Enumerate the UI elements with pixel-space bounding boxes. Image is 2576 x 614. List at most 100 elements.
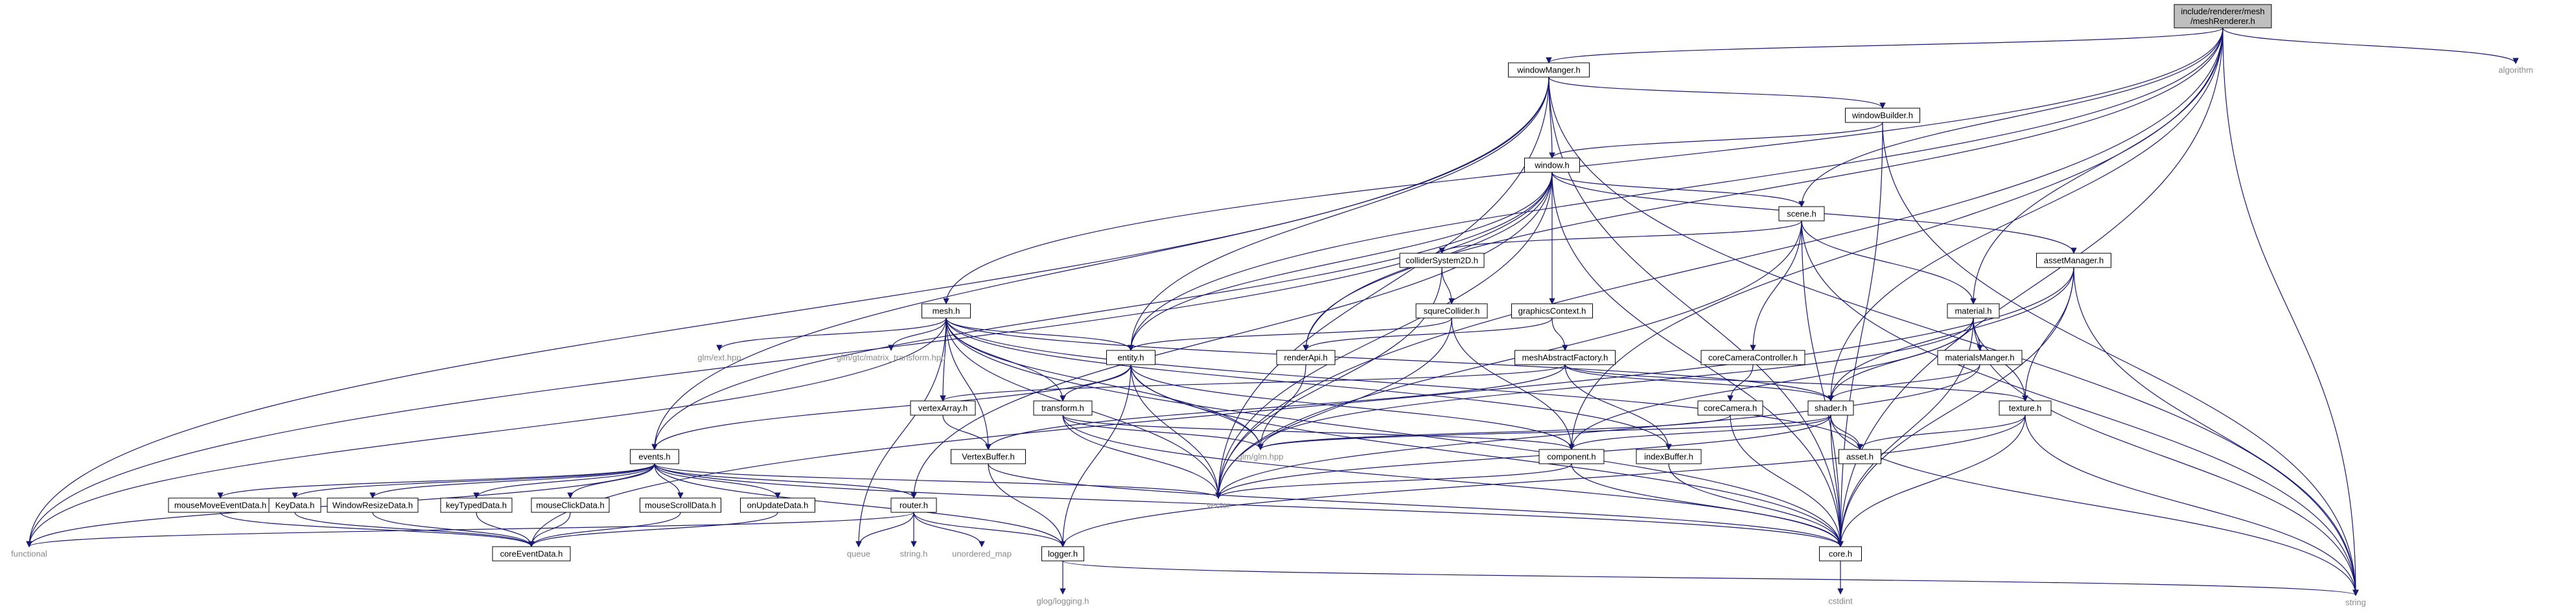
node-label-transform: transform.h <box>1041 404 1084 413</box>
node-mesh-abstract-factory[interactable]: meshAbstractFactory.h <box>1514 350 1616 365</box>
edge-window-to-router <box>911 172 1553 499</box>
edge-window-builder-to-core <box>1837 122 1883 547</box>
node-string: string <box>2345 598 2366 608</box>
nodes-layer: include/renderer/mesh/meshRenderer.halgo… <box>11 4 2533 608</box>
node-core[interactable]: core.h <box>1819 546 1862 562</box>
node-graphics-context[interactable]: graphicsContext.h <box>1511 303 1593 319</box>
node-transform[interactable]: transform.h <box>1033 400 1093 416</box>
node-on-update-data[interactable]: onUpdateData.h <box>740 497 815 513</box>
node-collider-system2-d[interactable]: colliderSystem2D.h <box>1399 253 1485 268</box>
edge-key-typed-data-to-core-event-data <box>476 512 535 547</box>
node-core-event-data[interactable]: coreEventData.h <box>492 546 571 562</box>
node-label-core-camera-controller: coreCameraController.h <box>1708 353 1798 363</box>
node-box-mouse-click-data <box>531 497 610 513</box>
node-stringh: string.h <box>900 549 928 559</box>
node-label-collider-system2-d: colliderSystem2D.h <box>1406 256 1478 266</box>
edge-entity-to-logger <box>1060 364 1131 547</box>
node-asset-manager[interactable]: assetManager.h <box>2036 253 2111 268</box>
edge-scene-to-material <box>1801 220 1977 304</box>
node-label-key-typed-data: keyTypedData.h <box>446 501 507 510</box>
node-texture[interactable]: texture.h <box>1999 400 2052 416</box>
node-shader[interactable]: shader.h <box>1807 400 1854 416</box>
edge-asset-manager-to-core <box>1837 267 2074 547</box>
node-window-manger[interactable]: windowManger.h <box>1508 62 1590 78</box>
edge-asset-manager-to-shader <box>1828 267 2074 402</box>
node-label-core-camera: coreCamera.h <box>1704 404 1757 413</box>
node-label-router: router.h <box>899 501 928 510</box>
node-box-shader <box>1807 400 1854 416</box>
node-box-key-data <box>268 497 321 513</box>
node-mesh[interactable]: mesh.h <box>922 303 971 319</box>
edge-mesh-abstract-factory-to-vertex-buffer <box>985 364 1566 450</box>
edge-scene-to-collider-system2-d <box>1439 220 1802 254</box>
node-router[interactable]: router.h <box>890 497 937 513</box>
edge-window-manger-to-events <box>651 76 1549 450</box>
node-window[interactable]: window.h <box>1524 157 1580 173</box>
node-box-core-event-data <box>492 546 571 562</box>
node-label-render-api: renderApi.h <box>1284 353 1327 363</box>
edge-asset-manager-to-texture <box>2022 267 2074 402</box>
edge-mesh-to-transform <box>946 317 1066 402</box>
node-vertex-buffer[interactable]: VertexBuffer.h <box>951 449 1026 464</box>
node-core-camera-controller[interactable]: coreCameraController.h <box>1700 350 1805 365</box>
edge-on-update-data-to-core-event-data <box>528 512 778 547</box>
edge-shader-to-component <box>1568 415 1831 450</box>
node-label-mesh-renderer: include/renderer/mesh <box>2181 6 2264 16</box>
node-entity[interactable]: entity.h <box>1106 350 1155 365</box>
node-scene[interactable]: scene.h <box>1778 206 1825 222</box>
edge-logger-to-string <box>1062 560 2359 596</box>
node-window-resize-data[interactable]: WindowResizeData.h <box>327 497 419 513</box>
node-core-camera[interactable]: coreCamera.h <box>1697 400 1763 416</box>
edge-mesh-renderer-to-core <box>1837 27 2223 547</box>
node-label-core-event-data: coreEventData.h <box>500 549 563 559</box>
node-key-typed-data[interactable]: keyTypedData.h <box>440 497 513 513</box>
edge-router-to-queue <box>855 512 914 547</box>
node-mouse-click-data[interactable]: mouseClickData.h <box>531 497 610 513</box>
node-label-cstdint: cstdint <box>1828 597 1853 606</box>
node-window-builder[interactable]: windowBuilder.h <box>1845 108 1920 123</box>
edge-window-builder-to-string <box>1882 122 2359 596</box>
node-box-mesh-abstract-factory <box>1514 350 1616 365</box>
node-box-entity <box>1106 350 1155 365</box>
edge-scene-to-string <box>1801 220 2359 596</box>
edge-entity-to-transform <box>1060 364 1131 402</box>
node-vertex-array[interactable]: vertexArray.h <box>910 400 976 416</box>
edge-window-to-entity <box>1128 172 1553 351</box>
edge-transform-to-component <box>1062 415 1575 450</box>
node-box-render-api <box>1276 350 1336 365</box>
edge-window-manger-to-functional <box>26 76 1549 547</box>
node-asset[interactable]: asset.h <box>1839 449 1881 464</box>
node-component[interactable]: component.h <box>1538 449 1605 464</box>
node-mouse-move-event-data[interactable]: mouseMoveEventData.h <box>168 497 273 513</box>
node-label-events: events.h <box>638 452 670 462</box>
edge-materials-manger-to-shader <box>1828 364 1980 402</box>
node-materials-manger[interactable]: materialsManger.h <box>1937 350 2023 365</box>
node-box-collider-system2-d <box>1399 253 1485 268</box>
edge-transform-to-vector <box>1062 415 1222 499</box>
edge-asset-manager-to-core-event-data <box>528 267 2074 547</box>
edge-events-to-on-update-data <box>654 463 781 499</box>
edge-mesh-renderer-to-vector <box>1215 27 2223 499</box>
node-index-buffer[interactable]: indexBuffer.h <box>1636 449 1702 464</box>
node-box-materials-manger <box>1937 350 2023 365</box>
node-label-string: string <box>2345 598 2366 608</box>
node-material[interactable]: material.h <box>1947 303 2000 319</box>
node-key-data[interactable]: KeyData.h <box>268 497 321 513</box>
node-label-asset: asset.h <box>1846 452 1874 462</box>
node-logger[interactable]: logger.h <box>1041 546 1084 562</box>
node-glog-logging: glog/logging.h <box>1037 597 1089 606</box>
edge-material-to-glmglm <box>1257 317 1974 450</box>
node-label-on-update-data: onUpdateData.h <box>747 501 809 510</box>
edge-component-to-core <box>1571 463 1844 547</box>
node-mesh-renderer[interactable]: include/renderer/mesh/meshRenderer.h <box>2174 4 2272 28</box>
node-label-mesh: mesh.h <box>933 306 960 316</box>
node-box-mesh-renderer <box>2174 4 2272 28</box>
node-events[interactable]: events.h <box>630 449 679 464</box>
node-box-scene <box>1778 206 1825 222</box>
node-squre-collider[interactable]: squreCollider.h <box>1415 303 1488 319</box>
node-unordered-map: unordered_map <box>952 549 1012 559</box>
node-render-api[interactable]: renderApi.h <box>1276 350 1336 365</box>
node-label-unordered-map: unordered_map <box>952 549 1012 559</box>
node-vector: vector <box>1207 501 1230 510</box>
node-mouse-scroll-data[interactable]: mouseScrollData.h <box>640 497 721 513</box>
